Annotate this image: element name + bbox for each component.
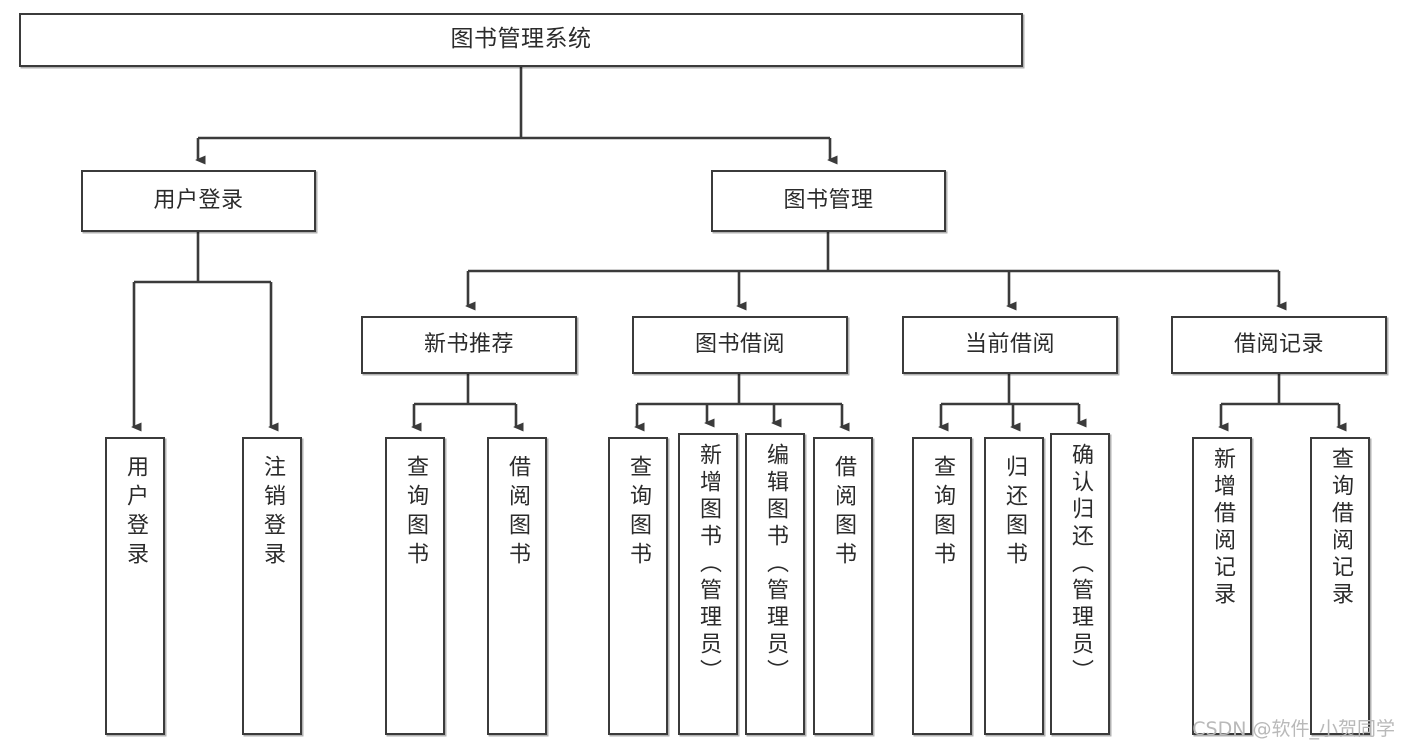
leaf-add-book[interactable]: 新增图书（管理员） (678, 433, 738, 735)
node-root-label: 图书管理系统 (450, 26, 592, 53)
csdn-watermark: CSDN @软件_小贺同学 (1192, 718, 1395, 740)
leaf-borrow-book-2[interactable]: 借阅图书 (813, 437, 873, 735)
leaf-confirm-return[interactable]: 确认归还（管理员） (1050, 433, 1110, 735)
node-current-borrow[interactable]: 当前借阅 (902, 316, 1118, 374)
node-user-login-label: 用户登录 (153, 187, 244, 213)
node-new-book-rec-label: 新书推荐 (423, 331, 514, 357)
node-book-manage[interactable]: 图书管理 (711, 170, 946, 232)
leaf-query-book-3-label: 查询图书 (930, 455, 955, 571)
leaf-edit-book[interactable]: 编辑图书（管理员） (745, 433, 805, 735)
node-root[interactable]: 图书管理系统 (19, 13, 1023, 67)
leaf-confirm-return-label: 确认归还（管理员） (1068, 443, 1093, 686)
node-book-borrow[interactable]: 图书借阅 (632, 316, 848, 374)
leaf-query-book-3[interactable]: 查询图书 (912, 437, 972, 735)
leaf-return-book[interactable]: 归还图书 (984, 437, 1044, 735)
leaf-borrow-book-1-label: 借阅图书 (505, 455, 530, 571)
leaf-user-login-label: 用户登录 (123, 455, 148, 571)
node-borrow-record-label: 借阅记录 (1233, 331, 1324, 357)
leaf-query-book-2-label: 查询图书 (626, 455, 651, 571)
node-user-login[interactable]: 用户登录 (81, 170, 316, 232)
node-current-borrow-label: 当前借阅 (964, 331, 1055, 357)
leaf-return-book-label: 归还图书 (1002, 455, 1027, 571)
leaf-query-book-1[interactable]: 查询图书 (385, 437, 445, 735)
leaf-add-record[interactable]: 新增借阅记录 (1192, 437, 1252, 735)
leaf-add-record-label: 新增借阅记录 (1210, 447, 1235, 609)
leaf-user-logout-label: 注销登录 (260, 455, 285, 571)
node-book-borrow-label: 图书借阅 (694, 331, 785, 357)
leaf-borrow-book-2-label: 借阅图书 (831, 455, 856, 571)
node-new-book-rec[interactable]: 新书推荐 (361, 316, 577, 374)
leaf-user-logout[interactable]: 注销登录 (242, 437, 302, 735)
leaf-query-book-2[interactable]: 查询图书 (608, 437, 668, 735)
leaf-user-login[interactable]: 用户登录 (105, 437, 165, 735)
leaf-borrow-book-1[interactable]: 借阅图书 (487, 437, 547, 735)
leaf-query-record-label: 查询借阅记录 (1328, 447, 1353, 609)
leaf-edit-book-label: 编辑图书（管理员） (763, 443, 788, 686)
leaf-add-book-label: 新增图书（管理员） (696, 443, 721, 686)
node-book-manage-label: 图书管理 (783, 187, 874, 213)
node-borrow-record[interactable]: 借阅记录 (1171, 316, 1387, 374)
leaf-query-record[interactable]: 查询借阅记录 (1310, 437, 1370, 735)
leaf-query-book-1-label: 查询图书 (403, 455, 428, 571)
